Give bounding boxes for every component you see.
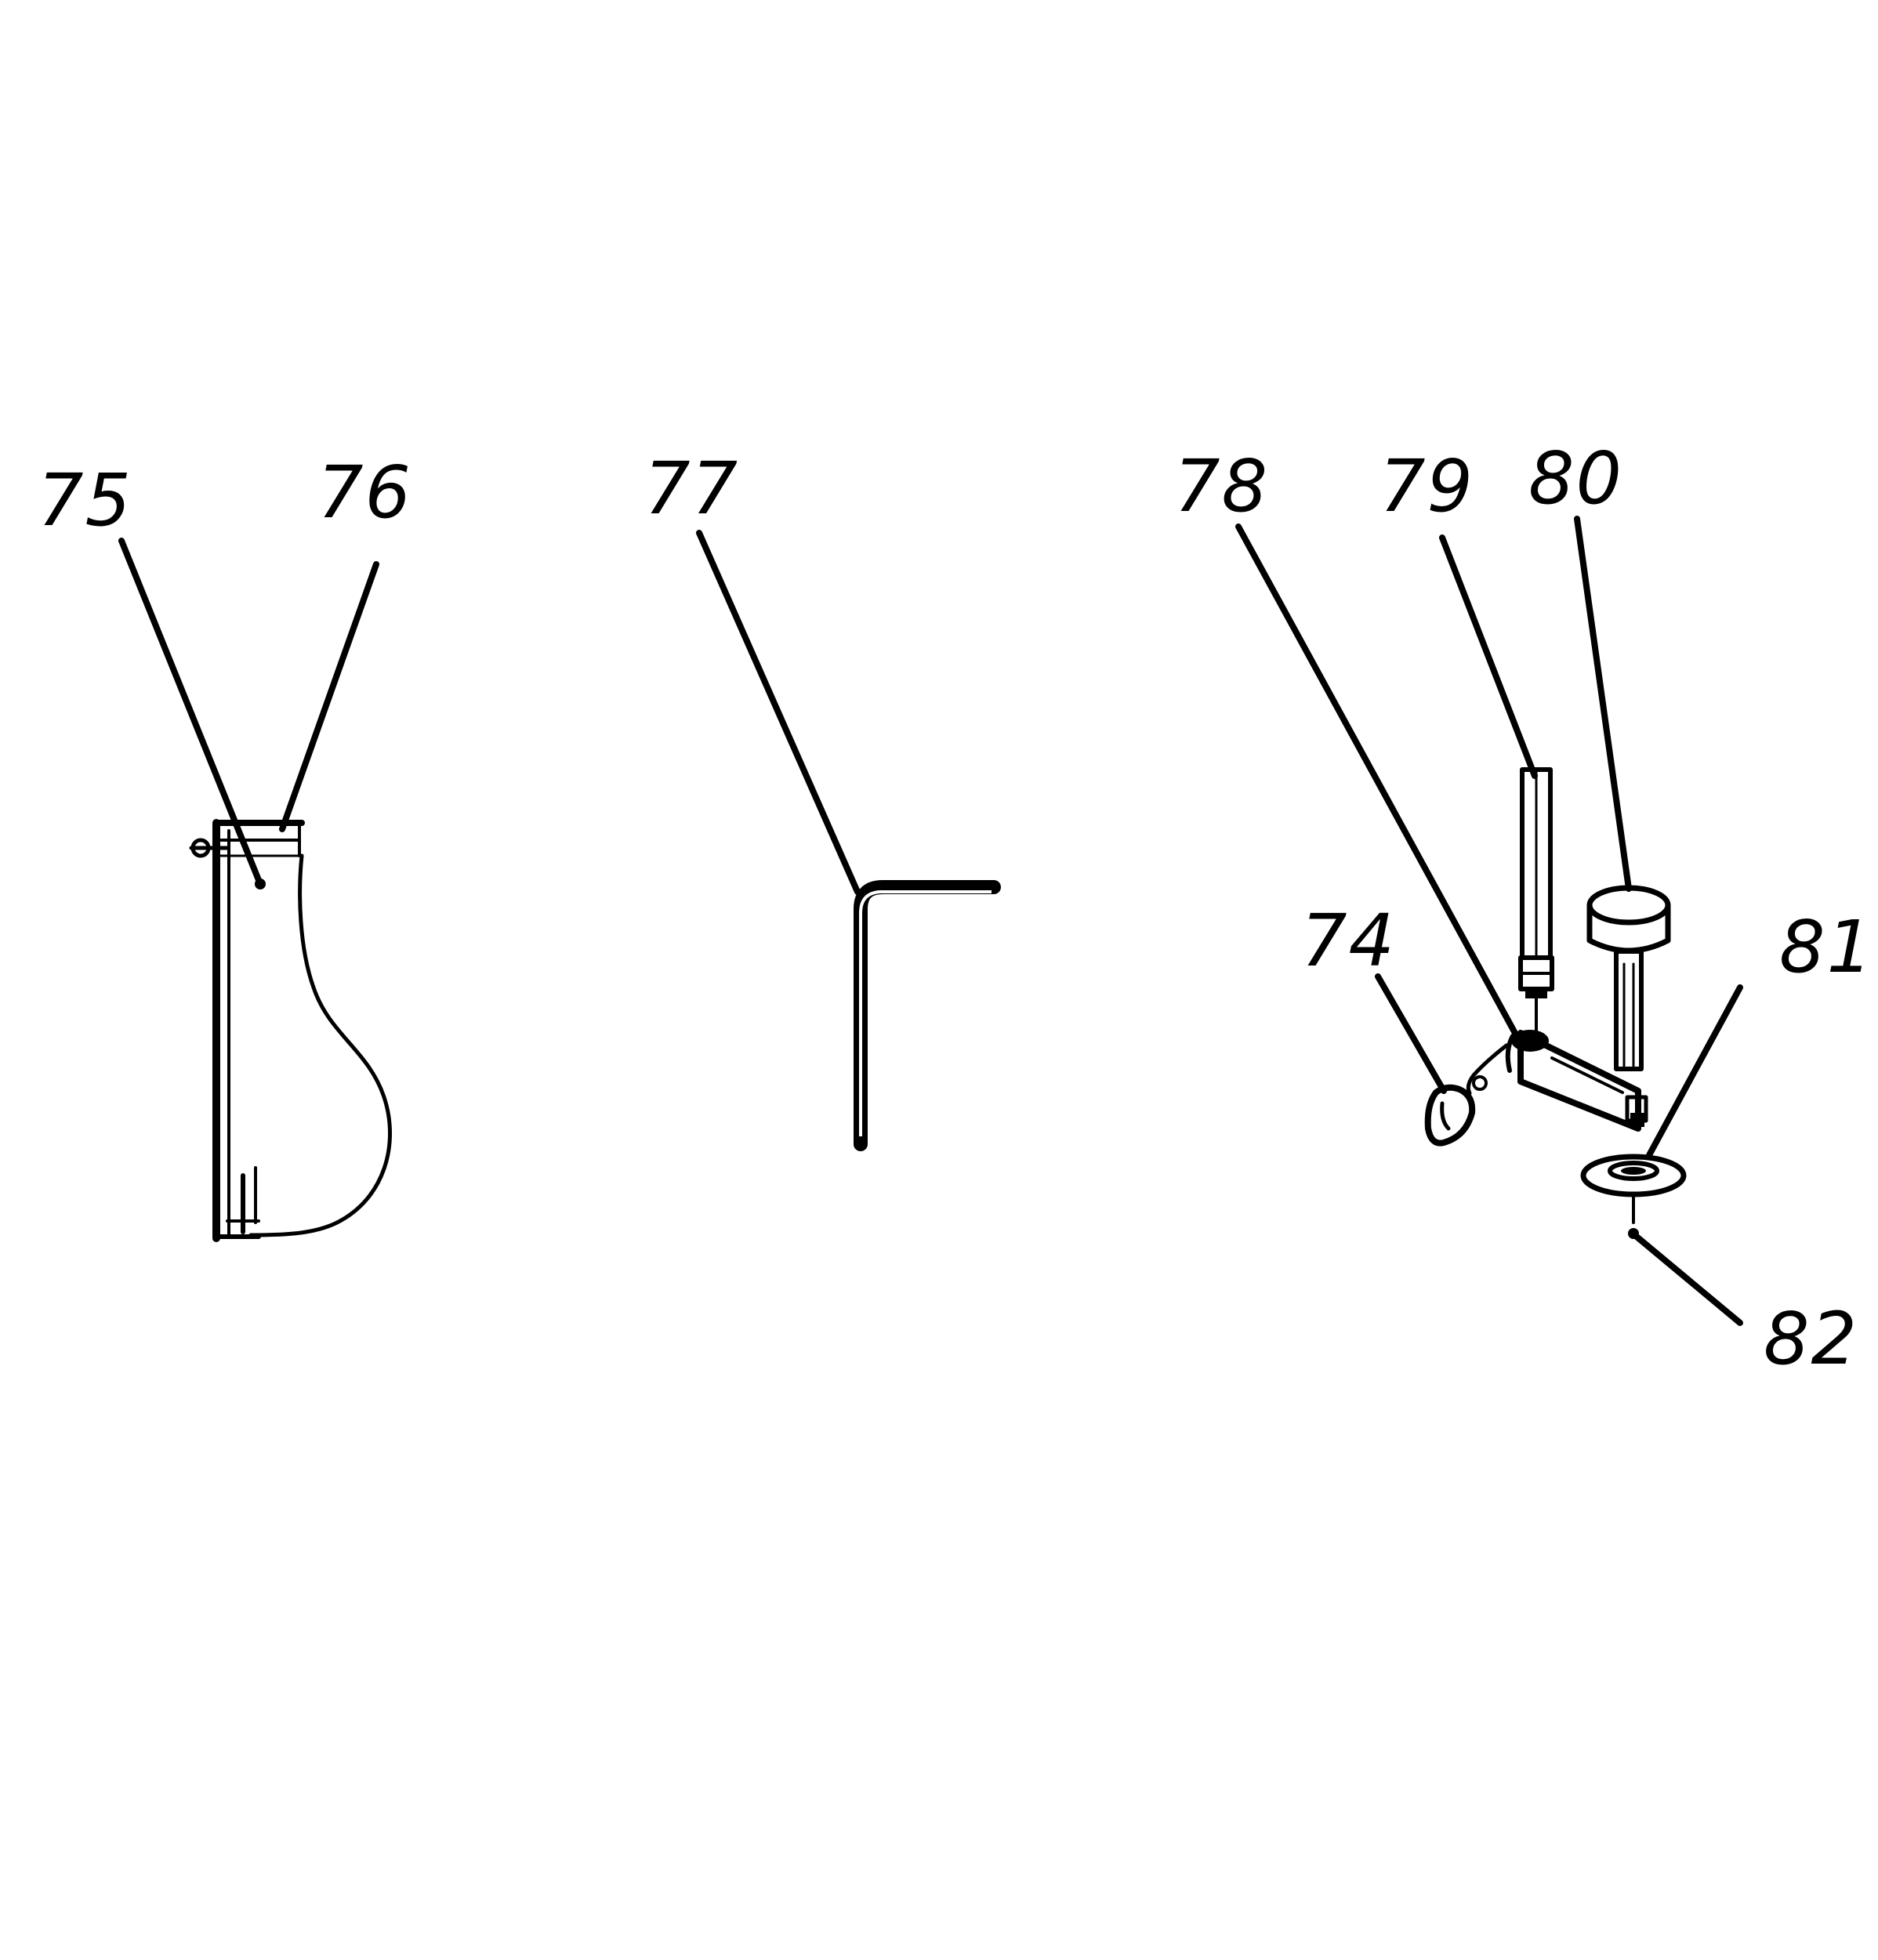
leader-74 — [1375, 973, 1447, 1094]
ref-label-82: 82 — [1764, 1297, 1858, 1381]
angle-bar-part — [854, 880, 1001, 1151]
leader-78 — [1235, 524, 1520, 1039]
leader-75 — [118, 538, 263, 887]
ref-label-76: 76 — [317, 451, 412, 534]
knob-screw-part — [1586, 885, 1671, 1071]
leader-82 — [1633, 1234, 1743, 1326]
arm-part — [1466, 1030, 1648, 1132]
ref-label-79: 79 — [1379, 444, 1474, 528]
ref-label-74: 74 — [1301, 899, 1396, 983]
clip-part — [1424, 1084, 1476, 1147]
leader-77 — [696, 530, 861, 895]
ref-label-77: 77 — [644, 447, 739, 531]
post-part — [1518, 767, 1554, 1033]
washer-part — [1580, 1154, 1687, 1224]
leader-76 — [279, 561, 379, 832]
ref-label-75: 75 — [38, 458, 132, 542]
panel-part — [189, 819, 392, 1242]
ref-label-81: 81 — [1779, 905, 1874, 989]
leader-79 — [1439, 534, 1538, 779]
ref-label-80: 80 — [1528, 437, 1623, 520]
ref-label-78: 78 — [1174, 444, 1269, 528]
leader-81 — [1646, 984, 1743, 1158]
leader-80 — [1574, 516, 1632, 892]
